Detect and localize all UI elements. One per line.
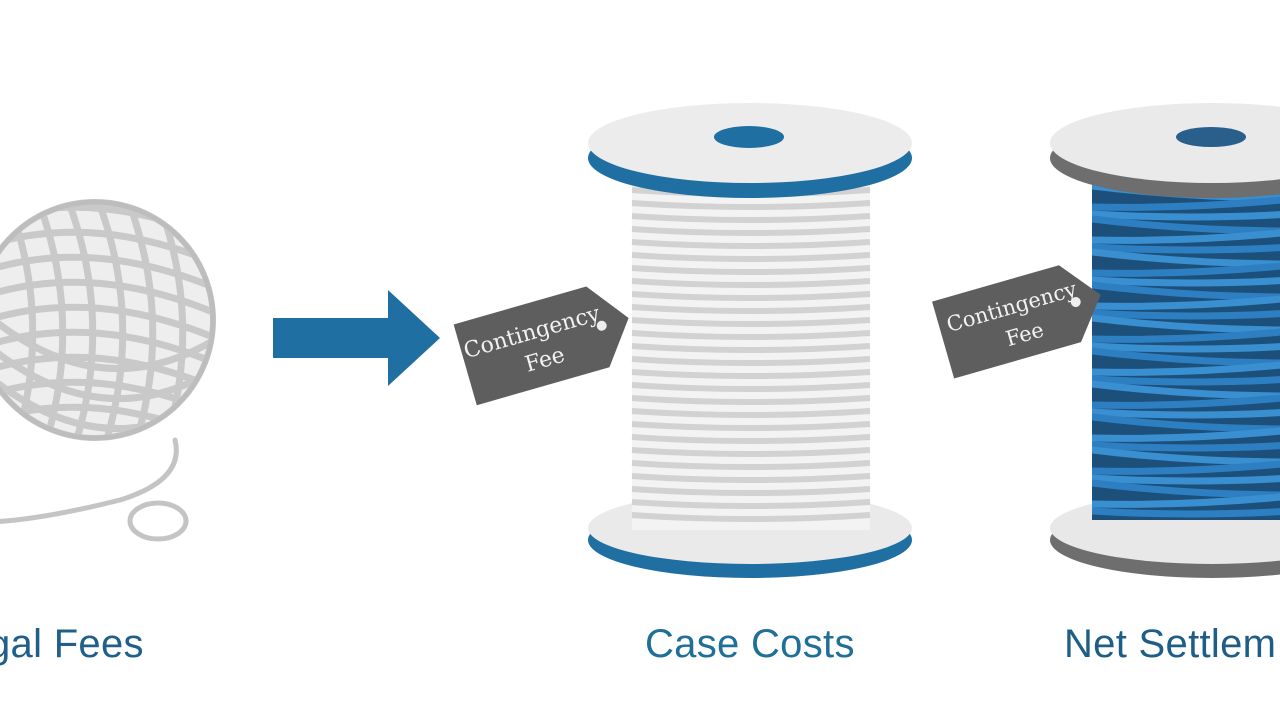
thread-winding <box>1092 210 1280 221</box>
thread-winding <box>1092 342 1280 353</box>
yarn-ball-icon <box>0 199 216 542</box>
thread-winding <box>631 369 871 379</box>
thread-winding <box>631 499 871 509</box>
thread-winding <box>631 421 871 431</box>
thread-winding <box>631 226 871 236</box>
thread-winding <box>1092 460 1280 475</box>
thread-winding <box>631 265 871 275</box>
thread-winding <box>631 200 871 210</box>
thread-winding <box>1092 427 1280 442</box>
thread-winding <box>631 356 871 366</box>
stage-label-net-settlement: Net Settlem <box>1064 622 1277 666</box>
thread-winding <box>1092 243 1280 254</box>
thread-winding <box>631 460 871 470</box>
thread-winding <box>631 213 871 223</box>
thread-winding <box>1092 295 1280 310</box>
thread-winding <box>1092 375 1280 386</box>
thread-winding <box>631 447 871 457</box>
white-spool-icon <box>588 103 912 578</box>
thread-winding <box>1092 441 1280 452</box>
thread-winding <box>631 317 871 327</box>
thread-winding <box>1092 229 1280 244</box>
thread-winding <box>631 278 871 288</box>
thread-winding <box>631 486 871 496</box>
thread-winding <box>631 252 871 262</box>
thread-winding <box>1092 196 1280 211</box>
thread-winding <box>1092 309 1280 320</box>
stage-label-case-costs: Case Costs <box>645 622 855 666</box>
thread-winding <box>1092 328 1280 343</box>
blue-spool-icon <box>1050 103 1280 578</box>
thread-winding <box>631 330 871 340</box>
arrow-right-icon <box>273 290 440 386</box>
thread-winding <box>1092 408 1280 419</box>
thread-winding <box>1092 474 1280 485</box>
thread-winding <box>1092 262 1280 277</box>
thread-winding <box>631 304 871 314</box>
thread-winding <box>631 343 871 353</box>
thread-winding <box>631 434 871 444</box>
thread-winding <box>1092 276 1280 287</box>
price-tag-icon: Contingency Fee <box>453 286 629 406</box>
thread-winding <box>1092 493 1280 508</box>
thread-winding <box>1092 507 1280 518</box>
thread-winding <box>631 408 871 418</box>
stage-label-legal-fees: gal Fees <box>0 622 144 666</box>
thread-winding <box>631 382 871 392</box>
thread-winding <box>631 239 871 249</box>
thread-winding <box>631 473 871 483</box>
thread-winding <box>631 395 871 405</box>
price-tag-icon: Contingency Fee <box>932 265 1101 379</box>
thread-winding <box>1092 361 1280 376</box>
thread-winding <box>1092 394 1280 409</box>
thread-winding <box>631 512 871 522</box>
thread-winding <box>631 291 871 301</box>
